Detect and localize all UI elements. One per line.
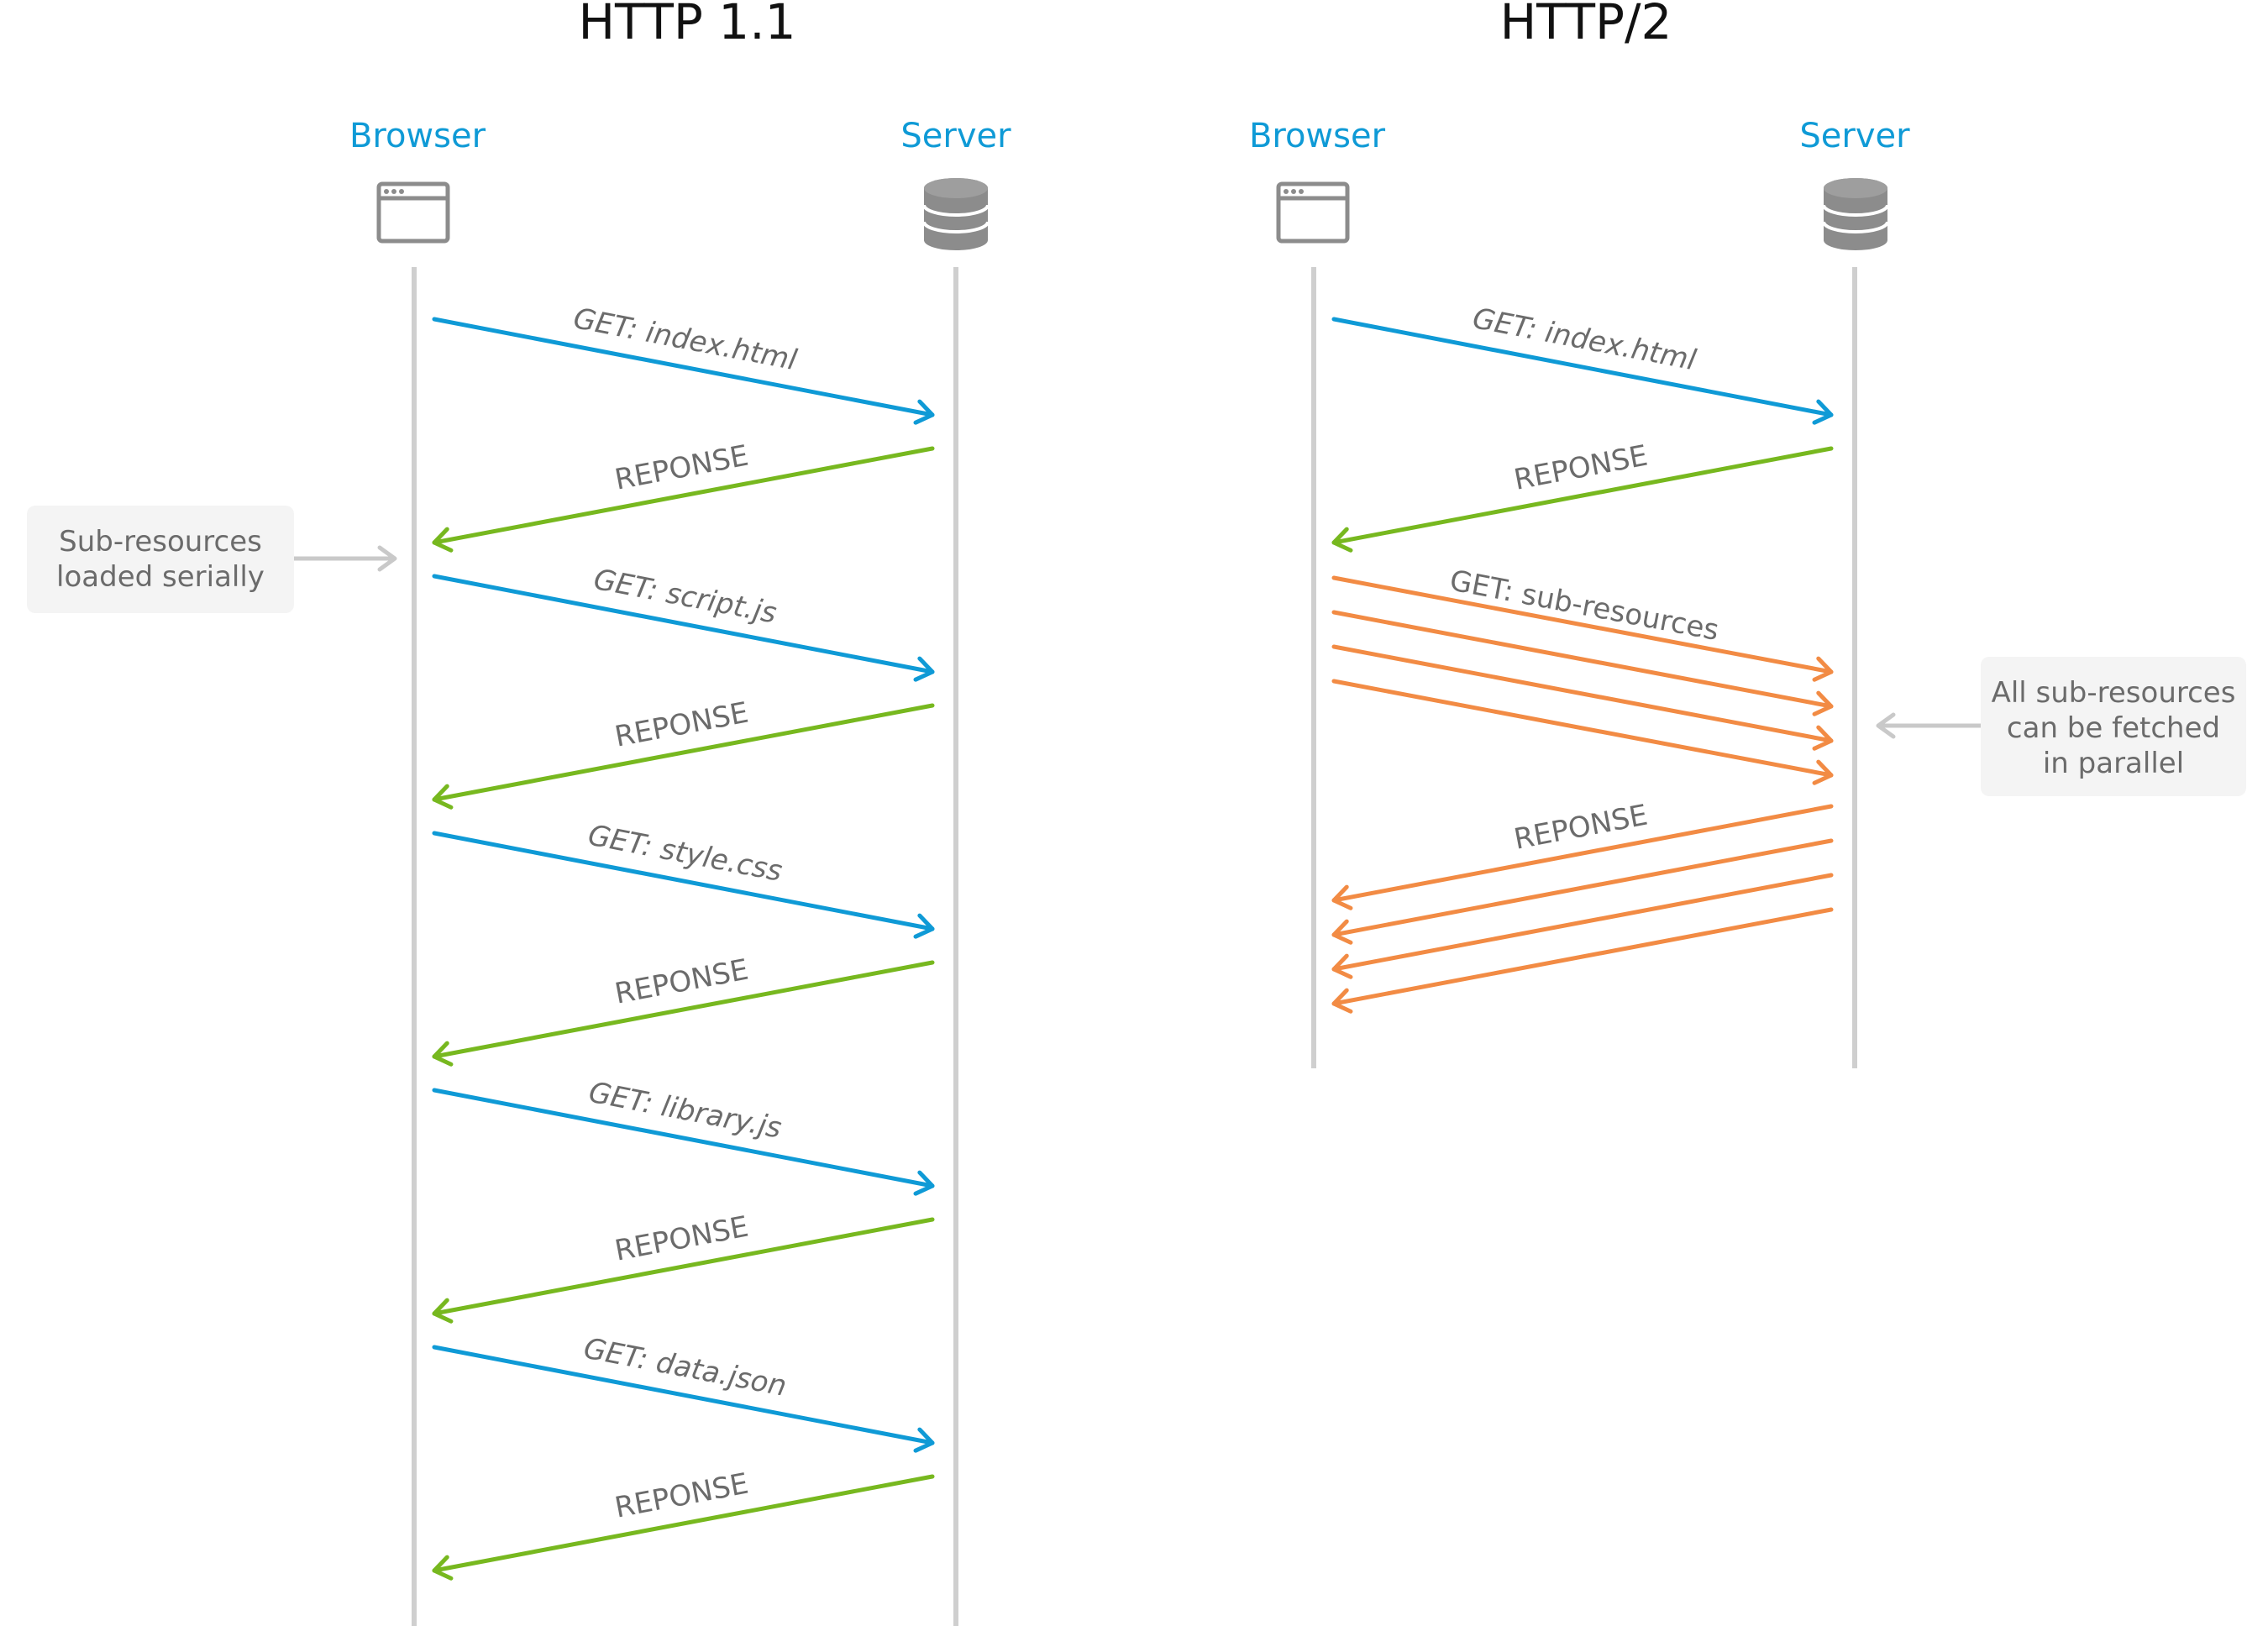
arrowhead-icon — [1812, 690, 1834, 716]
parallel-request-arrow — [1331, 679, 1834, 785]
http11-note-line2: loaded serially — [56, 560, 265, 594]
request-arrow — [432, 831, 935, 939]
arrowhead-icon — [1331, 953, 1353, 979]
parallel-response-arrow — [1331, 804, 1834, 910]
arrowhead-icon — [1331, 919, 1353, 945]
http2-browser-label: Browser — [1249, 117, 1386, 155]
response-arrow — [432, 960, 935, 1067]
response-arrow — [432, 446, 935, 553]
http2-note-line1: All sub-resources — [1992, 676, 2236, 710]
response-arrow — [432, 1474, 935, 1581]
parallel-response-arrow — [1331, 907, 1834, 1014]
arrowhead-icon — [1812, 656, 1834, 682]
arrowhead-icon — [913, 913, 935, 939]
http11-browser-label: Browser — [349, 117, 486, 155]
arrowhead-icon — [1331, 988, 1353, 1014]
request-label: GET: style.css — [585, 818, 785, 888]
request-arrow — [432, 1088, 935, 1196]
arrowhead-icon — [1331, 884, 1353, 910]
database-server-icon — [922, 178, 990, 250]
request-arrow — [1331, 317, 1834, 425]
request-arrow — [432, 317, 935, 425]
arrowhead-icon — [432, 1555, 454, 1581]
parallel-request-arrow — [1331, 575, 1834, 682]
parallel-response-arrow — [1331, 838, 1834, 945]
browser-window-icon — [376, 181, 450, 244]
request-arrow — [432, 1345, 935, 1453]
parallel-response-label: REPONSE — [1511, 799, 1651, 857]
http2-title: HTTP/2 — [1500, 0, 1672, 50]
database-server-icon — [1822, 178, 1889, 250]
arrowhead-icon — [432, 1041, 454, 1067]
arrowhead-icon — [1812, 725, 1834, 751]
http2-panel: HTTP/2 Browser Server GET: index.htmlREP… — [1249, 0, 2246, 1068]
arrowhead-icon — [1812, 399, 1834, 425]
request-label: GET: script.js — [591, 563, 780, 631]
parallel-response-arrow — [1331, 873, 1834, 979]
http11-note: Sub-resources loaded serially — [27, 506, 397, 613]
arrowhead-icon — [432, 527, 454, 553]
http2-note-line3: in parallel — [2043, 747, 2184, 780]
parallel-request-arrow — [1331, 610, 1834, 716]
arrowhead-icon — [432, 784, 454, 810]
parallel-request-arrow — [1331, 644, 1834, 751]
http11-note-line1: Sub-resources — [59, 525, 262, 559]
browser-window-icon — [1276, 181, 1350, 244]
arrowhead-icon — [913, 1427, 935, 1453]
http2-note-line2: can be fetched — [2007, 711, 2220, 745]
arrowhead-icon — [913, 656, 935, 682]
arrowhead-icon — [913, 1170, 935, 1196]
request-label: GET: data.json — [581, 1331, 790, 1403]
http11-title: HTTP 1.1 — [578, 0, 795, 50]
http11-server-label: Server — [900, 117, 1011, 155]
http11-panel: HTTP 1.1 Browser Server GET: index.htmlR… — [27, 0, 1011, 1626]
http2-server-label: Server — [1799, 117, 1910, 155]
http2-note: All sub-resources can be fetched in para… — [1876, 657, 2246, 796]
arrowhead-icon — [1331, 527, 1353, 553]
arrowhead-icon — [913, 399, 935, 425]
http2-note-box — [1981, 657, 2246, 796]
note-pointer-arrow-icon — [294, 545, 397, 572]
note-pointer-arrow-icon — [1876, 712, 1981, 739]
arrowhead-icon — [432, 1298, 454, 1324]
arrowhead-icon — [1812, 759, 1834, 785]
response-arrow — [432, 703, 935, 810]
http11-note-box — [27, 506, 294, 613]
request-arrow — [432, 574, 935, 682]
request-label: GET: library.js — [586, 1076, 785, 1146]
response-arrow — [432, 1217, 935, 1324]
response-arrow — [1331, 446, 1834, 553]
